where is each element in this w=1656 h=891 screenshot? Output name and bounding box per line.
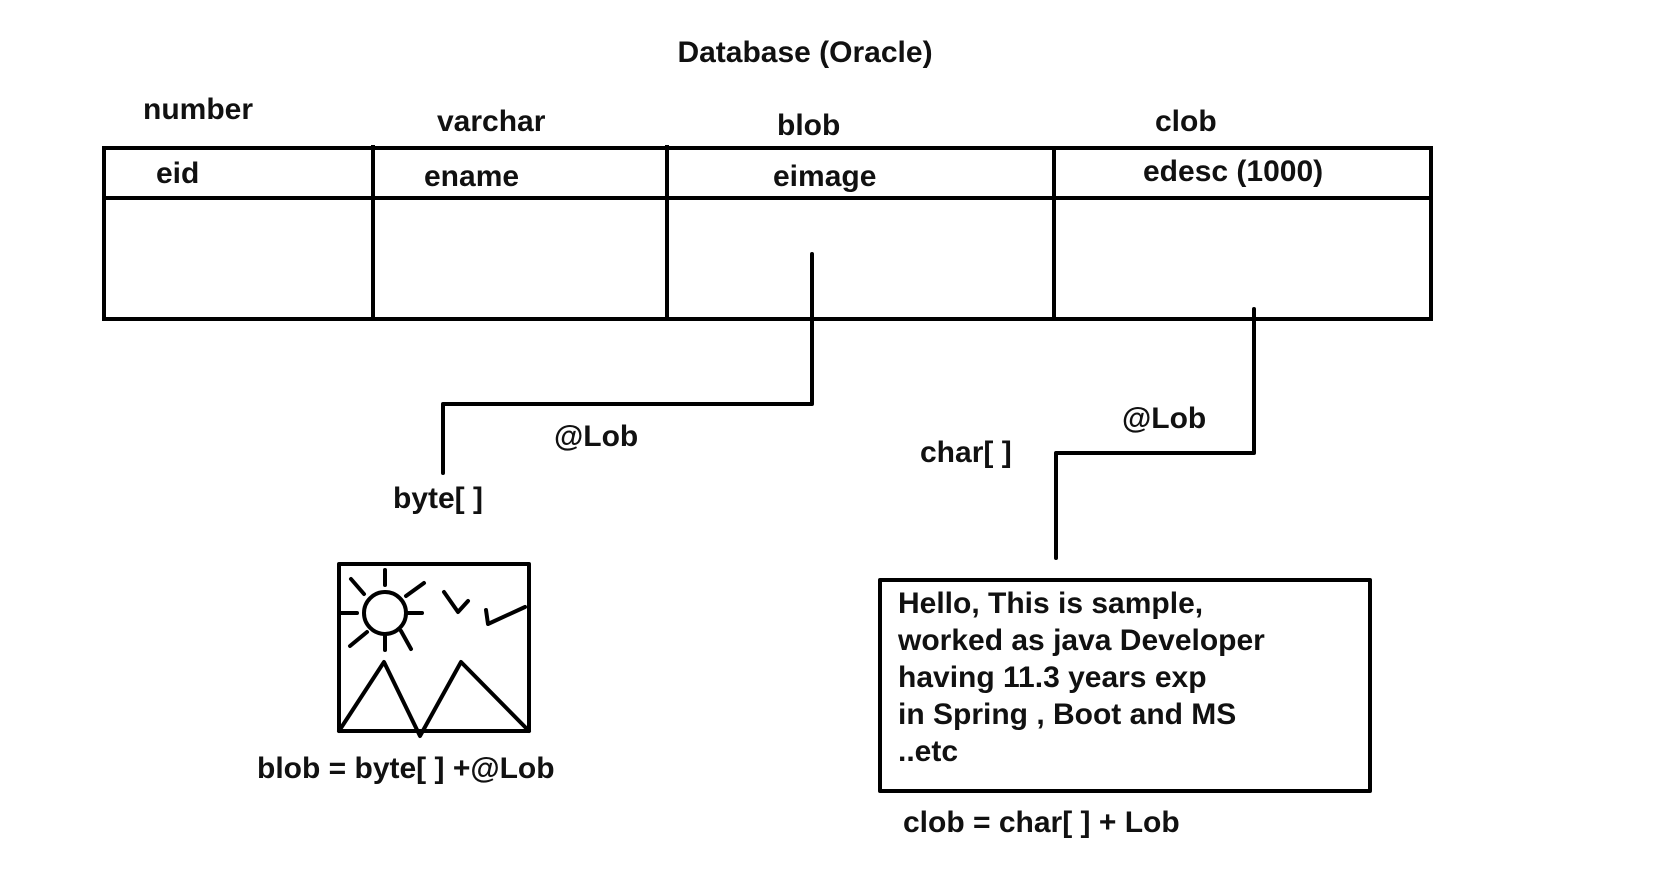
type-label-number: number xyxy=(143,93,253,126)
blob-java-type: byte[ ] xyxy=(393,482,483,515)
clob-sample-box xyxy=(878,578,1372,793)
clob-lob-annotation: @Lob xyxy=(1122,402,1206,435)
column-header-ename: ename xyxy=(424,160,519,193)
column-header-eimage: eimage xyxy=(773,160,876,193)
clob-sample-line-3: having 11.3 years exp xyxy=(898,661,1207,694)
db-table: eid ename eimage edesc (1000) xyxy=(102,145,1433,321)
blob-connector-line xyxy=(441,252,814,475)
clob-java-type: char[ ] xyxy=(920,436,1012,469)
diagram-title: Database (Oracle) xyxy=(677,36,932,69)
table-border xyxy=(102,146,1433,321)
column-header-edesc: edesc (1000) xyxy=(1143,155,1323,188)
type-label-varchar: varchar xyxy=(437,105,546,138)
clob-sample-line-5: ..etc xyxy=(898,735,958,768)
clob-sample-line-1: Hello, This is sample, xyxy=(898,587,1203,620)
type-label-clob: clob xyxy=(1155,105,1217,138)
clob-sample-line-2: worked as java Developer xyxy=(897,624,1265,657)
blob-lob-annotation: @Lob xyxy=(554,420,638,453)
landscape-image-icon xyxy=(337,562,531,738)
blob-equation: blob = byte[ ] +@Lob xyxy=(257,752,555,785)
column-header-eid: eid xyxy=(156,157,199,190)
clob-equation: clob = char[ ] + Lob xyxy=(903,806,1180,839)
type-label-blob: blob xyxy=(777,109,840,142)
clob-sample-line-4: in Spring , Boot and MS xyxy=(898,698,1236,731)
clob-connector-line xyxy=(1054,307,1256,560)
